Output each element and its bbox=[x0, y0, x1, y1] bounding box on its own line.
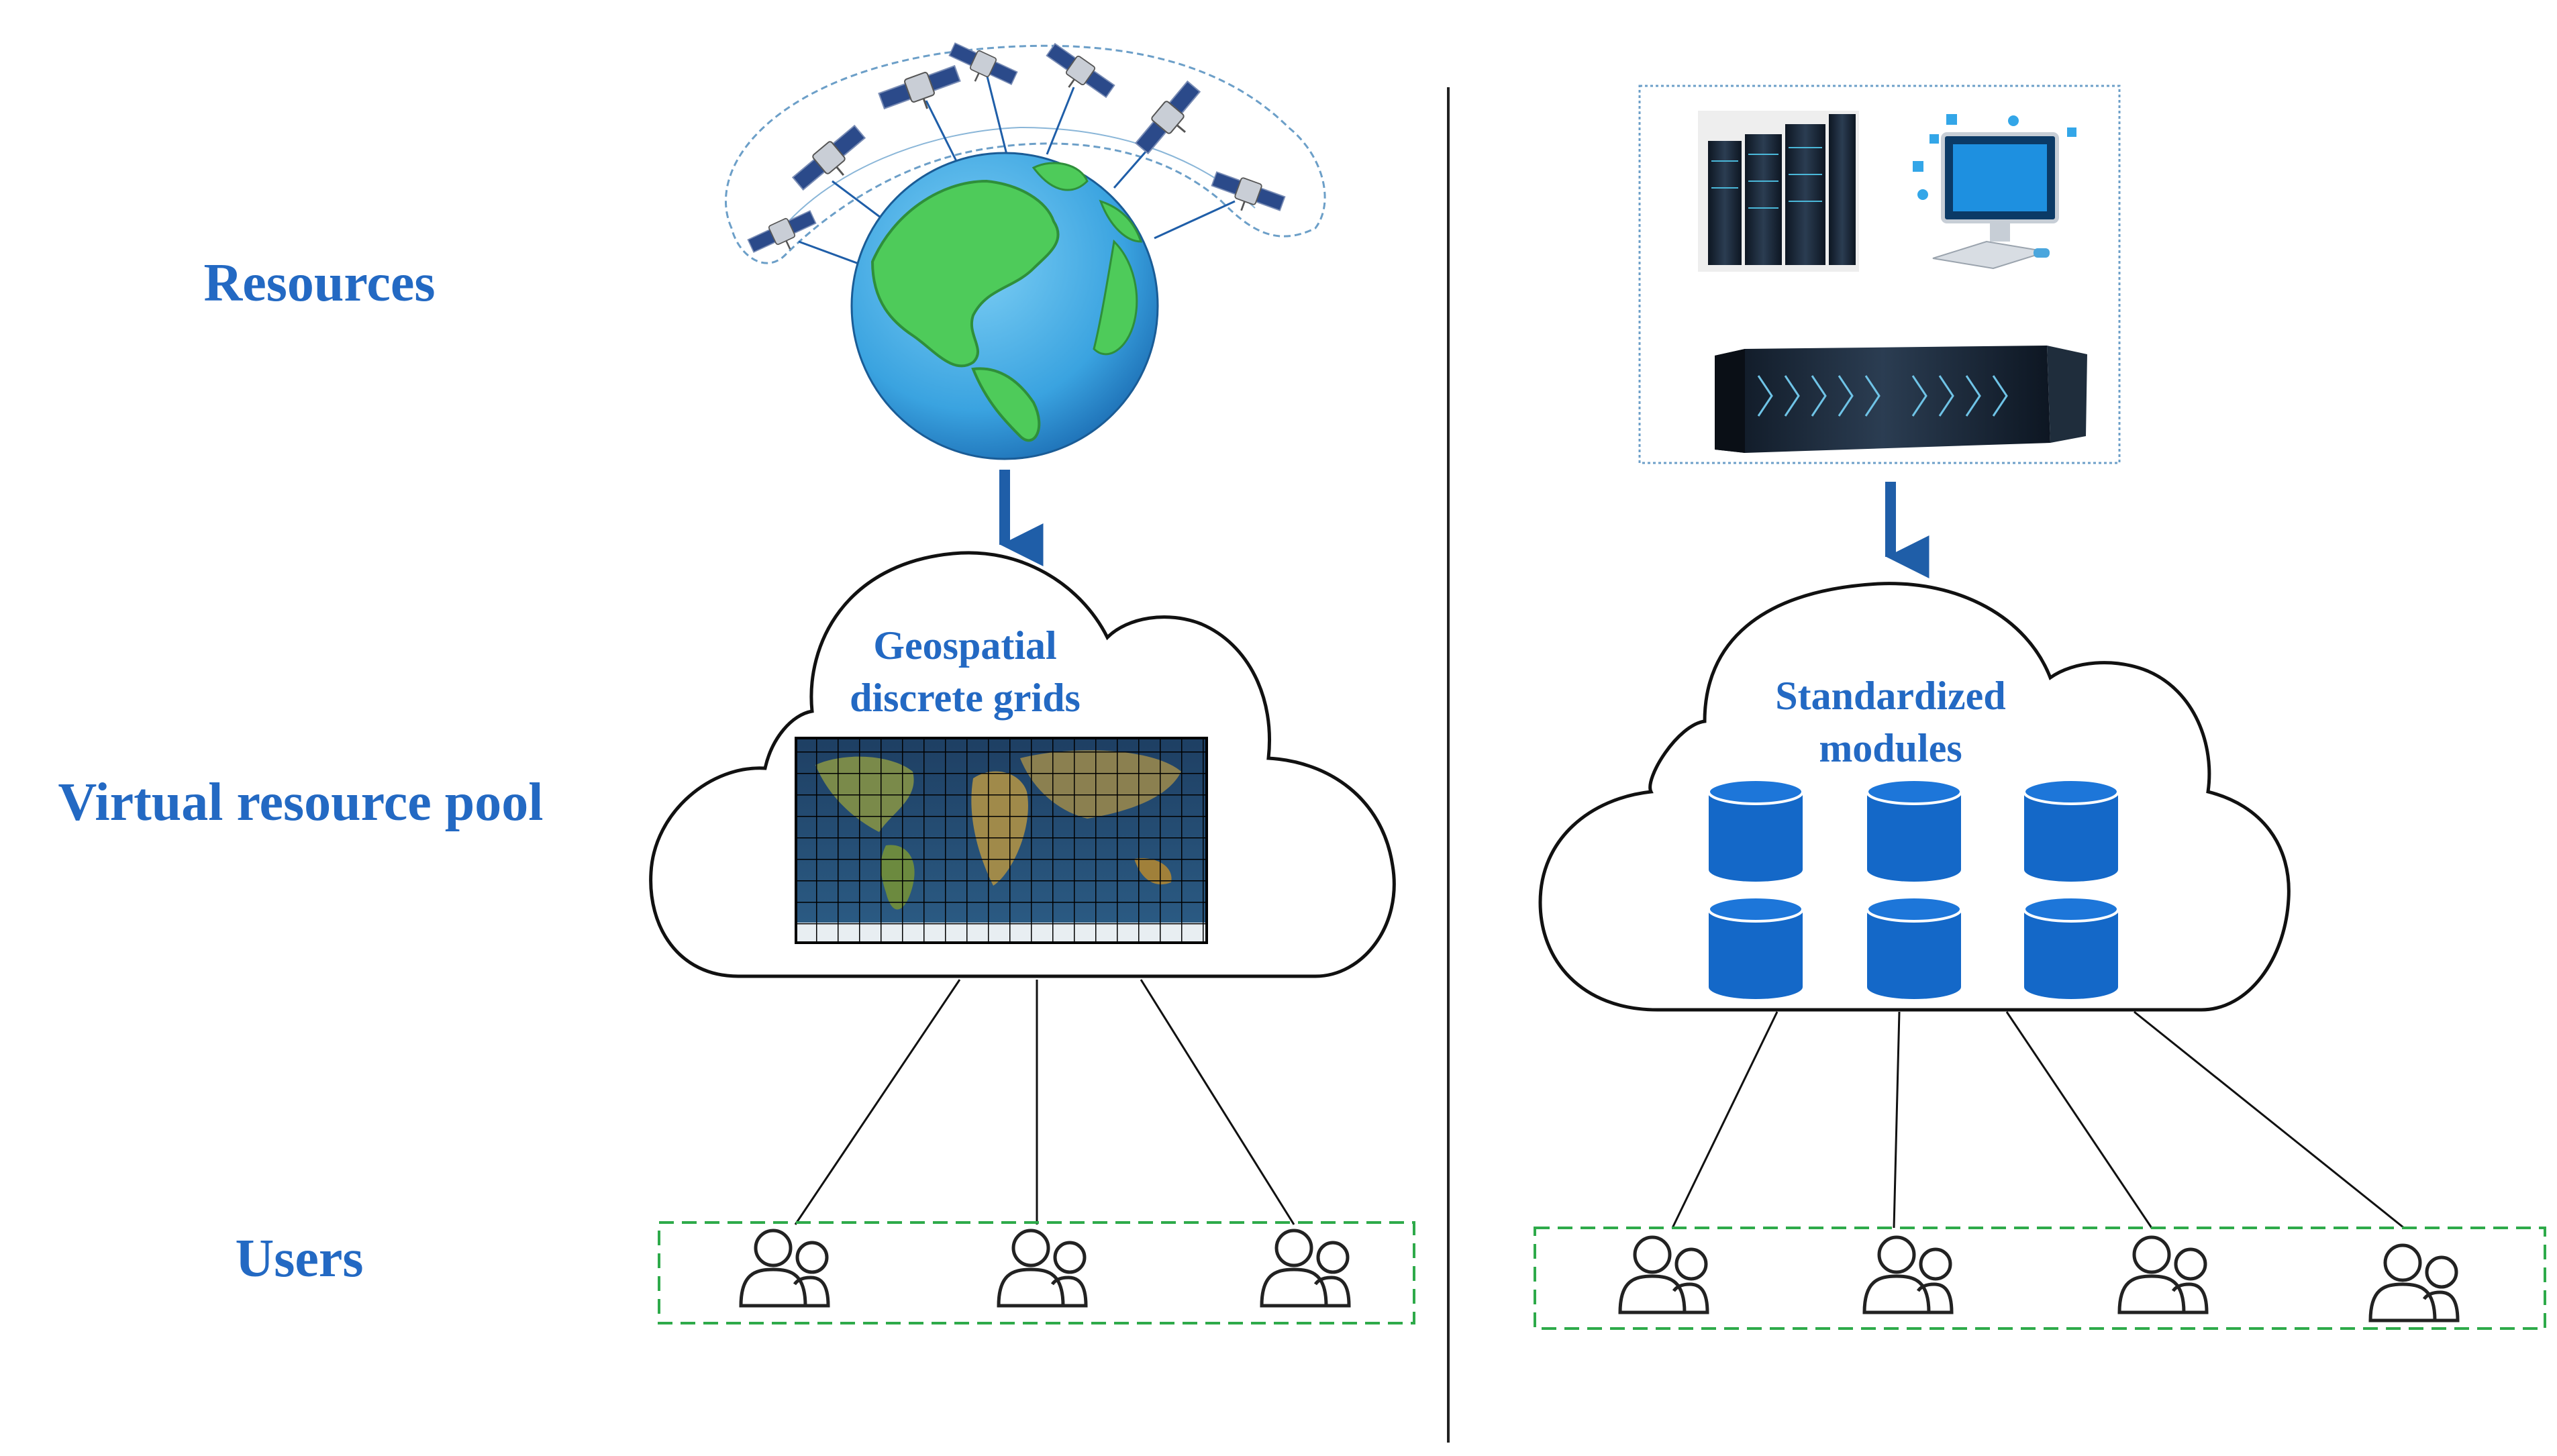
modules-to-users-links bbox=[1671, 1010, 2405, 1229]
cloud-title-line1-right: Standardized bbox=[1775, 674, 2005, 718]
supercomputer-icon bbox=[1715, 346, 2087, 453]
satellite-links bbox=[798, 73, 1236, 266]
globe-icon bbox=[850, 152, 1159, 460]
server-rack-icon bbox=[1698, 111, 1859, 272]
cloud-title-line2-right: modules bbox=[1819, 726, 1962, 770]
left-users-box bbox=[658, 1221, 1415, 1324]
left-panel: Geospatial discrete grids bbox=[649, 39, 1415, 1324]
cloud-title-line1: Geospatial bbox=[873, 623, 1056, 668]
row-label-virtual-resource-pool: Virtual resource pool bbox=[58, 773, 544, 832]
row-label-users: Users bbox=[235, 1229, 363, 1288]
computing-resources-box bbox=[1638, 85, 2121, 464]
user-group-icon bbox=[1620, 1237, 2458, 1320]
satellite-orbit-band bbox=[725, 44, 1326, 264]
geospatial-grid-map bbox=[795, 737, 1208, 944]
cloud-title-line2: discrete grids bbox=[850, 676, 1081, 720]
desktop-computer-icon bbox=[1913, 114, 2076, 270]
pool-to-users-links bbox=[794, 979, 1295, 1225]
right-users-box bbox=[1534, 1227, 2546, 1330]
user-group-icon bbox=[741, 1231, 1349, 1306]
right-panel: Standardized modules bbox=[1534, 85, 2546, 1330]
row-label-resources: Resources bbox=[203, 254, 435, 313]
